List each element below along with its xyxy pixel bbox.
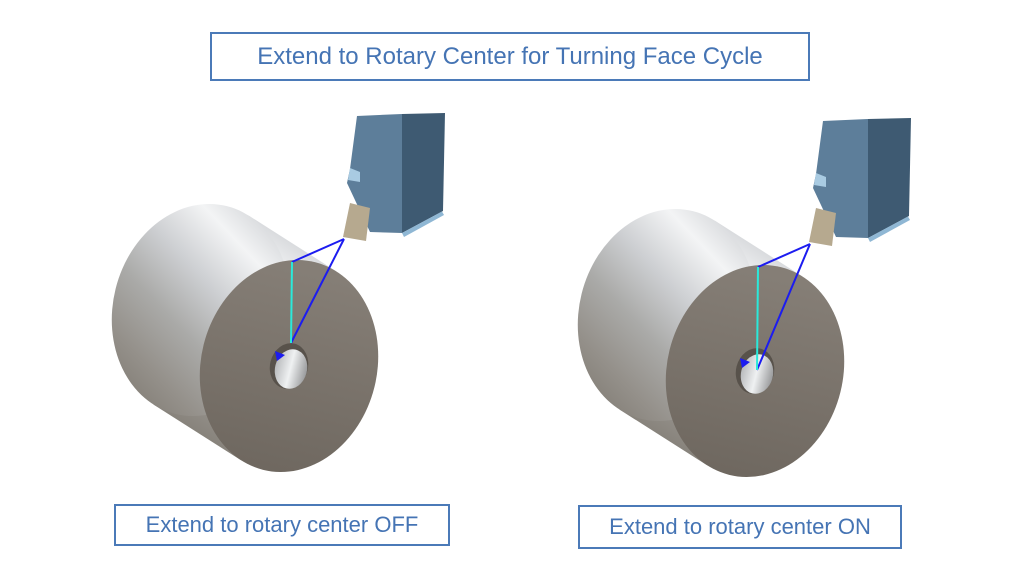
tool-holder-step bbox=[814, 173, 826, 187]
tool-insert bbox=[809, 208, 836, 246]
toolpath-cut-line bbox=[290, 261, 293, 344]
tool-insert bbox=[343, 203, 370, 241]
toolpath-off bbox=[275, 238, 345, 361]
caption-extend-off: Extend to rotary center OFF bbox=[114, 504, 450, 546]
cutting-tool bbox=[809, 118, 911, 246]
title-text: Extend to Rotary Center for Turning Face… bbox=[257, 42, 763, 70]
tool-holder-light-face bbox=[813, 119, 868, 238]
center-hole-inner-wall bbox=[274, 349, 308, 389]
scene-extend-on bbox=[577, 118, 911, 477]
toolpath-rapid-line-return bbox=[756, 243, 811, 371]
tool-holder-light-face bbox=[347, 114, 402, 233]
tool-holder-step bbox=[348, 168, 360, 182]
toolpath-on bbox=[740, 243, 811, 371]
toolpath-rapid-line-return bbox=[290, 238, 345, 344]
toolpath-rapid-line-top bbox=[291, 238, 345, 263]
direction-arrow bbox=[740, 358, 750, 368]
direction-arrow bbox=[275, 351, 285, 361]
tool-holder-dark-face bbox=[868, 118, 911, 238]
tool-holder-chamfer bbox=[402, 211, 444, 237]
tool-holder-chamfer bbox=[868, 216, 910, 242]
panel-extend-off bbox=[85, 90, 555, 510]
toolpath-cut-line bbox=[756, 266, 759, 371]
scene-extend-off bbox=[111, 113, 445, 472]
caption-extend-on: Extend to rotary center ON bbox=[578, 505, 902, 549]
cutting-tool bbox=[343, 113, 445, 241]
panel-extend-on bbox=[551, 95, 1021, 515]
toolpath-rapid-line-top bbox=[757, 243, 811, 268]
center-hole-inner-wall bbox=[740, 354, 774, 394]
caption-extend-off-text: Extend to rotary center OFF bbox=[145, 512, 419, 537]
tool-holder-dark-face bbox=[402, 113, 445, 233]
caption-extend-on-text: Extend to rotary center ON bbox=[609, 514, 871, 539]
title-box: Extend to Rotary Center for Turning Face… bbox=[210, 32, 810, 81]
